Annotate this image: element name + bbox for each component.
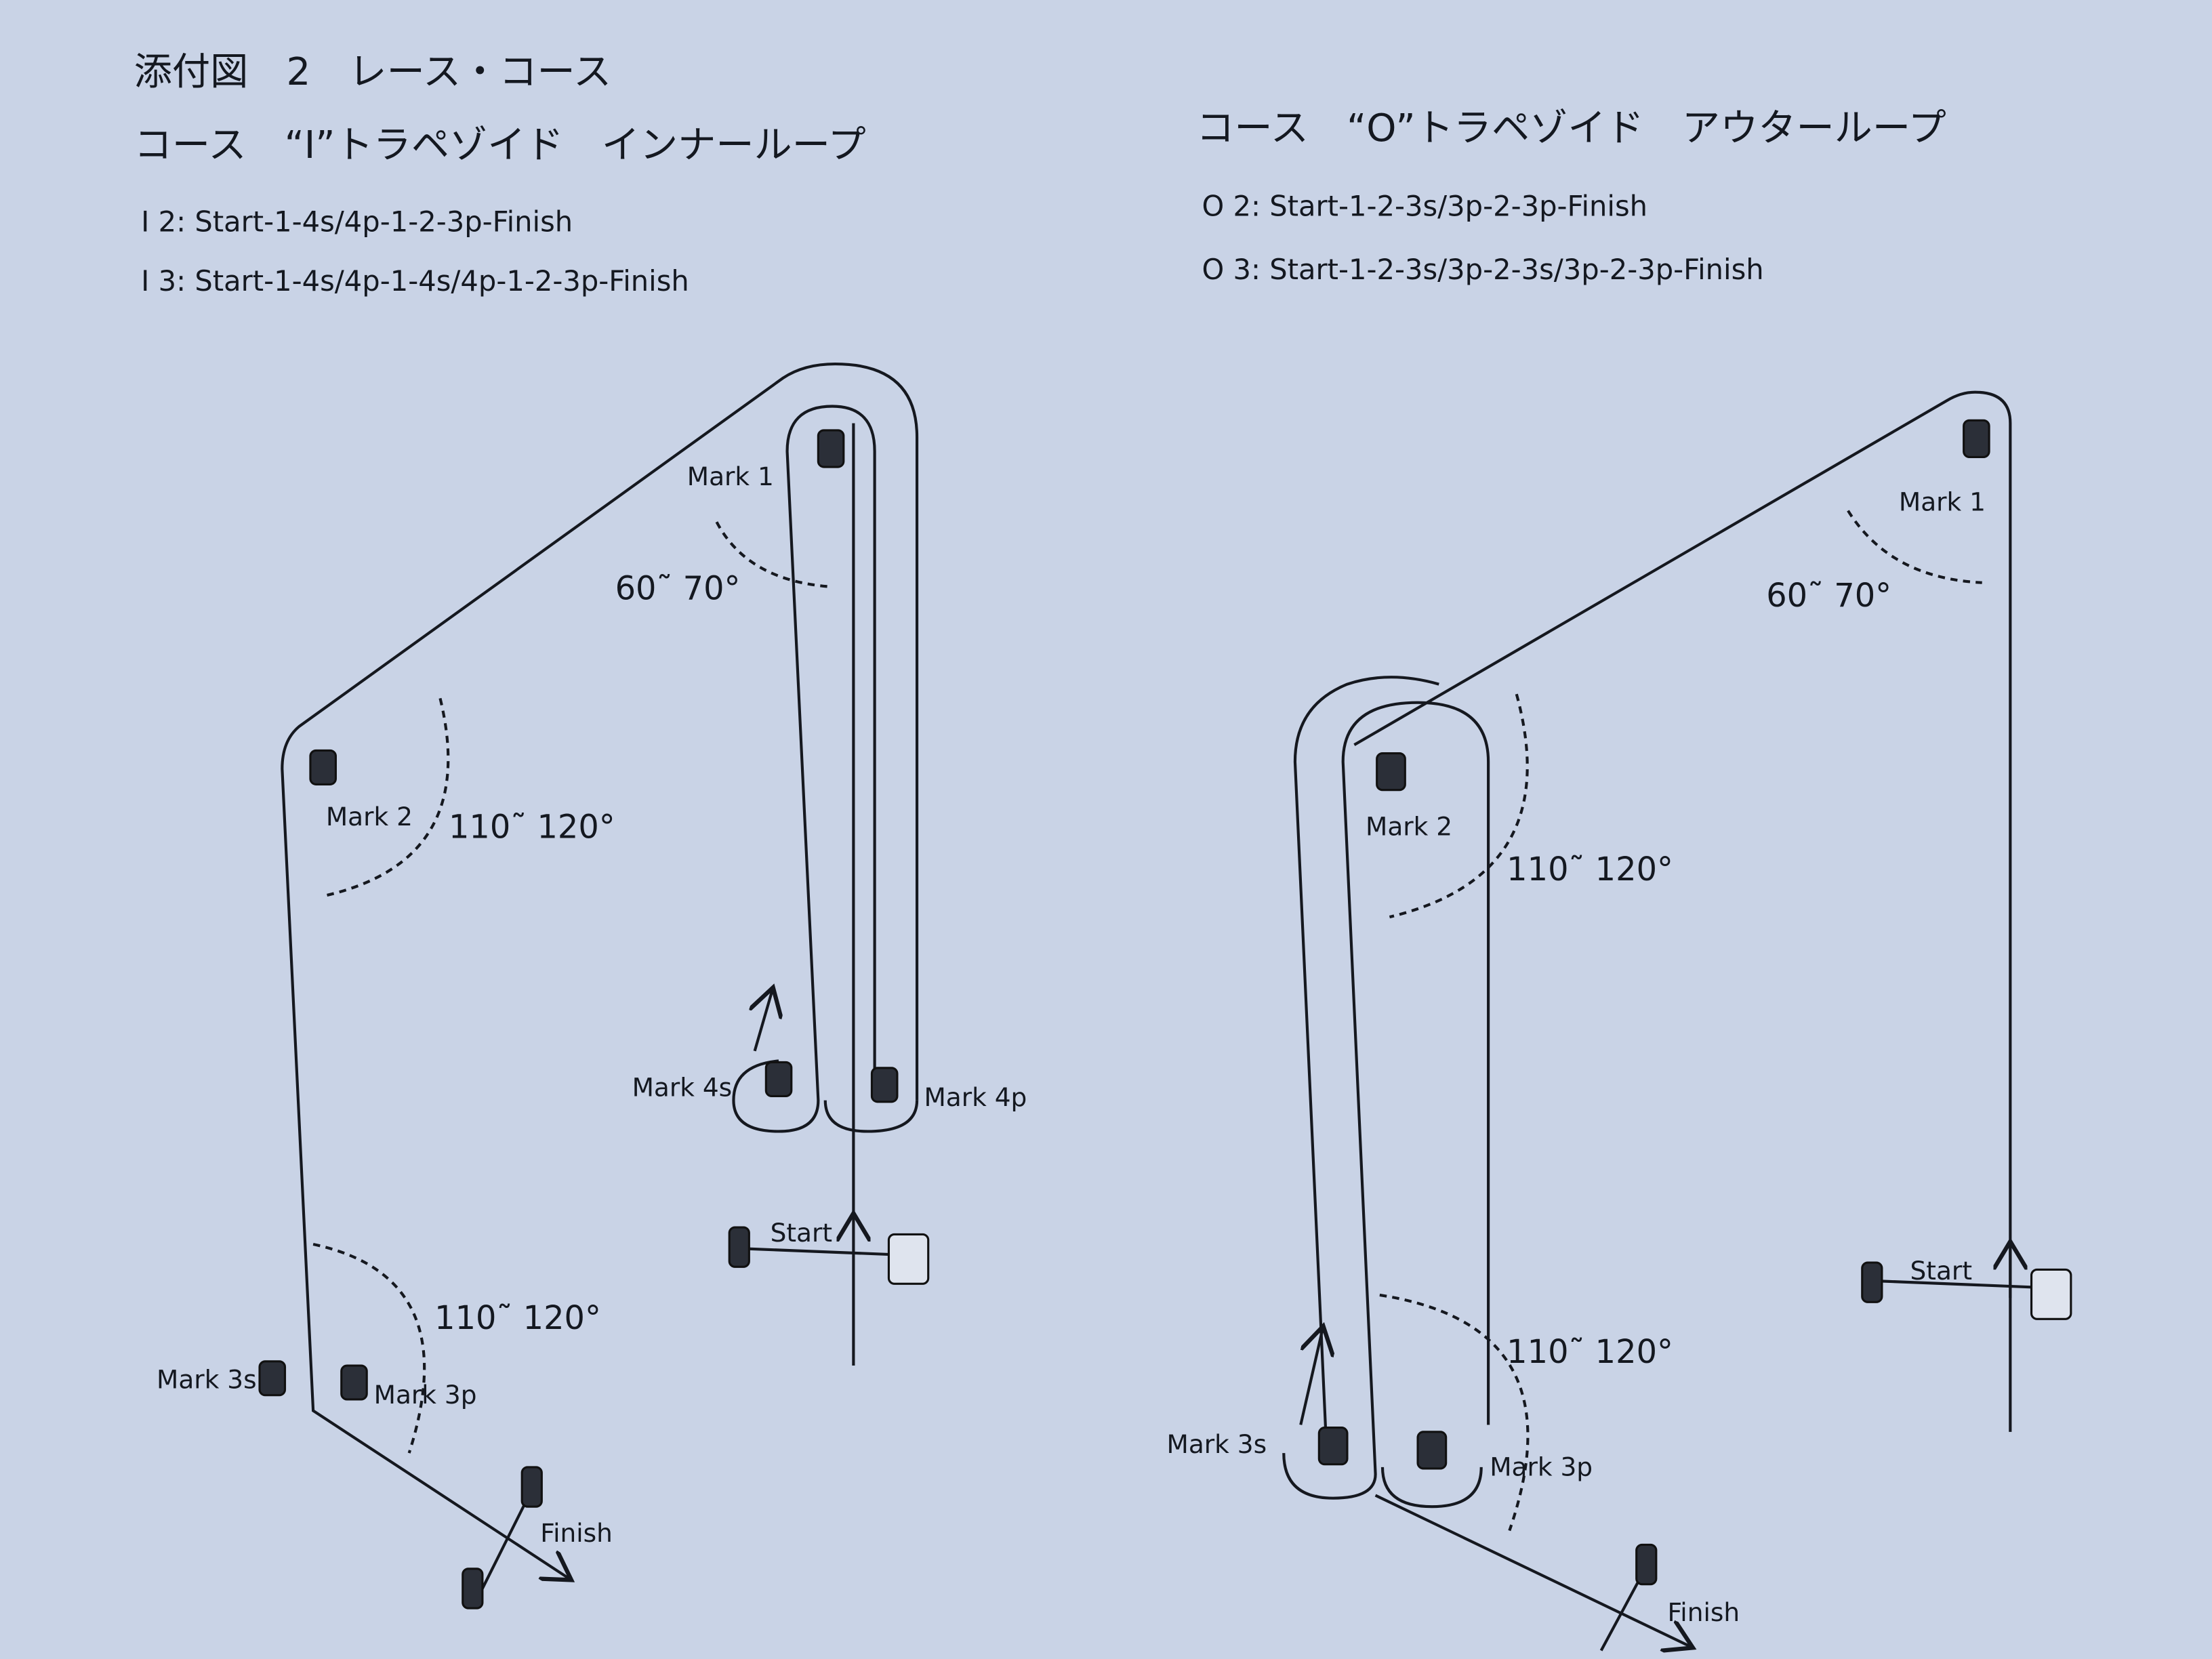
angle-label: 60˜ 70° — [615, 571, 741, 608]
angle-arc — [1379, 1293, 1530, 1532]
course-o-outer-loop — [1293, 676, 1439, 1439]
course-o-route-2: O 2: Start-1-2-3s/3p-2-3p-Finish — [1202, 189, 1647, 222]
course-i-route-3: I 3: Start-1-4s/4p-1-4s/4p-1-2-3p-Finish — [141, 264, 689, 298]
start-label: Start — [771, 1218, 833, 1248]
course-o-route-3: O 3: Start-1-2-3s/3p-2-3s/3p-2-3p-Finish — [1202, 253, 1764, 286]
angle-label: 110˜ 120° — [449, 808, 615, 846]
angle-arc — [312, 1242, 426, 1454]
angle-label: 60˜ 70° — [1766, 577, 1891, 615]
mark-label: Mark 1 — [687, 462, 774, 491]
mark-label: Mark 3p — [374, 1380, 477, 1410]
mark-label: Mark 3s — [1167, 1429, 1267, 1459]
finish-boat-icon — [1635, 1543, 1658, 1586]
course-i-title: コース “I”トラペゾイド インナーループ — [134, 123, 866, 167]
course-i-route-2: I 2: Start-1-4s/4p-1-2-3p-Finish — [141, 205, 573, 238]
committee-boat-icon — [1861, 1261, 1883, 1303]
mark-label: Mark 2 — [326, 802, 413, 832]
course-i-diagram: Mark 1 Mark 2 Mark 4s Mark 4p Mark 3s Ma… — [157, 362, 1027, 1610]
mark-label: Mark 1 — [1899, 487, 1986, 517]
buoy-icon — [1317, 1427, 1349, 1466]
course-o-diagram: Mark 1 Mark 2 Mark 3s Mark 3p 60˜ 70° 11… — [1167, 390, 2072, 1651]
mark-label: Mark 3p — [1490, 1452, 1593, 1481]
mark-label: Mark 4s — [632, 1072, 733, 1102]
start-label: Start — [1910, 1256, 1973, 1286]
course-o-finish-course — [1374, 1494, 1693, 1648]
buoy-icon — [340, 1364, 368, 1401]
buoy-icon — [870, 1067, 899, 1103]
angle-arc — [324, 697, 450, 897]
course-o-rounding-arrow — [1299, 1326, 1323, 1425]
course-o-start-line — [1876, 1279, 2053, 1290]
committee-boat-icon — [728, 1226, 750, 1268]
mark-label: Mark 2 — [1366, 811, 1452, 841]
finish-boat-icon — [462, 1568, 484, 1610]
angle-label: 110˜ 120° — [1507, 1334, 1673, 1371]
committee-boat-icon — [2030, 1268, 2072, 1320]
course-o-path — [1353, 390, 2012, 1432]
angle-label: 110˜ 120° — [1507, 851, 1673, 888]
mark-label: Mark 4p — [924, 1082, 1027, 1112]
finish-label: Finish — [540, 1518, 613, 1548]
buoy-icon — [764, 1061, 793, 1097]
buoy-icon — [1963, 419, 1990, 459]
finish-label: Finish — [1667, 1597, 1740, 1627]
angle-arc — [715, 521, 833, 589]
buoy-icon — [258, 1360, 287, 1397]
finish-boat-icon — [520, 1466, 543, 1508]
buoy-icon — [1416, 1431, 1448, 1470]
mark-label: Mark 3s — [157, 1364, 257, 1394]
buoy-icon — [1376, 752, 1406, 792]
buoy-icon — [309, 749, 337, 785]
course-i-rounding-arrow — [755, 987, 773, 1052]
course-o-title: コース “O”トラペゾイド アウターループ — [1196, 106, 1946, 150]
course-i-start-line — [740, 1247, 918, 1257]
angle-arc — [1847, 510, 1982, 584]
figure-title: 添付図 2 レース・コース — [134, 50, 611, 94]
course-i-outer-path — [281, 362, 919, 1580]
course-i-inner-loop — [732, 405, 919, 1133]
committee-boat-icon — [887, 1233, 930, 1285]
buoy-icon — [817, 429, 845, 468]
course-o-loop — [1282, 701, 1490, 1509]
angle-label: 110˜ 120° — [434, 1300, 601, 1337]
